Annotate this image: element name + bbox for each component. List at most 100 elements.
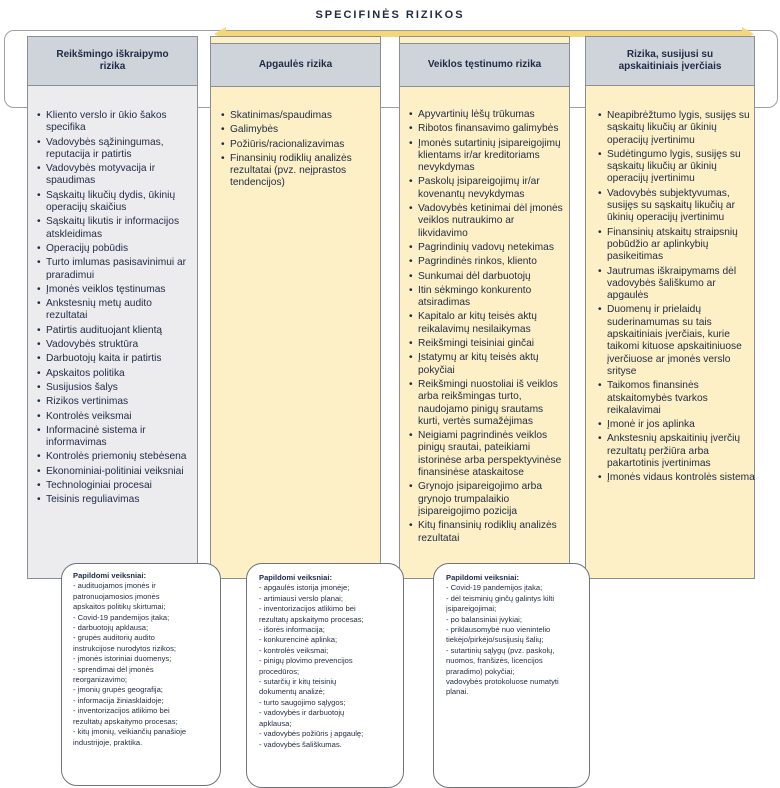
header-line: Rizika, susijusi su	[626, 48, 714, 60]
list-item: Neapibrėžtumo lygis, susijęs su sąskaitų…	[598, 110, 755, 147]
note-line: - darbuotojų apklausa;	[73, 623, 149, 633]
note-line: - turto saugojimo sąlygos;	[259, 697, 346, 707]
additional-factors-note: Papildomi veiksniai:- apgaulės istorija …	[246, 563, 404, 788]
list-item: Teisinis reguliavimas	[37, 494, 191, 507]
note-line: - sutarčių ir kitų teisinių	[259, 677, 337, 687]
list-item: Sąskaitų likučių dydis, ūkinių operacijų…	[37, 190, 191, 215]
note-line: - po balansiniai įvykiai;	[446, 614, 522, 624]
list-item: Pagrindinės rinkos, kliento	[409, 256, 566, 269]
note-line: apskaitos politikų skirtumai;	[73, 602, 166, 612]
list-item: Duomenų ir prielaidų suderinamumas su ta…	[598, 304, 755, 378]
list-item: Sudėtingumo lygis, susijęs su sąskaitų l…	[598, 149, 755, 186]
header-line: Veiklos tęstinumo rizika	[427, 58, 542, 70]
list-item: Galimybės	[221, 124, 380, 137]
note-line: - įmonių grupės geografija;	[73, 685, 163, 695]
list-item: Vadovybės subjektyvumas, susijęs su sąsk…	[598, 188, 755, 225]
list-item: Ankstesnių metų audito rezultatai	[37, 298, 191, 323]
list-item: Rizikos vertinimas	[37, 396, 191, 409]
note-line: - Covid-19 pandemijos įtaka;	[73, 612, 170, 622]
list-item: Reikšmingi nuostoliai iš veiklos arba re…	[409, 379, 566, 428]
list-item: Turto imlumas pasisavinimui ar praradimu…	[37, 257, 191, 282]
note-line: - inventorizacijos atlikimo bei	[259, 604, 356, 614]
note-title: Papildomi veiksniai:	[446, 573, 520, 582]
header-misstatement-risk: Reikšmingo iškraipymo rizika	[27, 36, 198, 86]
note-line: - kontrolės veiksmai;	[259, 645, 329, 655]
note-title: Papildomi veiksniai:	[259, 573, 333, 582]
list-item: Reikšmingi teisiniai ginčai	[409, 338, 566, 351]
note-line: - vadovybės šališkumas.	[259, 739, 342, 749]
list-item: Itin sėkmingo konkurento atsiradimas	[409, 285, 566, 310]
note-line: apklausa;	[259, 718, 292, 728]
header-line: Reikšmingo iškraipymo	[56, 48, 169, 60]
list-item: Kapitalo ar kitų teisės aktų reikalavimų…	[409, 311, 566, 336]
header-estimates-risk: Rizika, susijusi su apskaitiniais įverči…	[585, 36, 755, 86]
note-line: - kitų įmonių, veikiančių panašioje	[73, 727, 187, 737]
note-line: - Covid-19 pandemijos įtaka;	[446, 583, 543, 593]
note-line: reorganizavimo;	[73, 675, 128, 685]
list-item: Finansinių rodiklių analizės rezultatai …	[221, 153, 380, 190]
header-line: Apgaulės rizika	[258, 58, 333, 70]
list-item: Pagrindinių vadovų netekimas	[409, 242, 566, 255]
list-item: Vadovybės motyvacija ir spaudimas	[37, 163, 191, 188]
list-item: Paskolų įsipareigojimų ir/ar kovenantų n…	[409, 176, 566, 201]
list-item: Vadovybės sąžiningumas, reputacija ir pa…	[37, 137, 191, 162]
additional-factors-note: Papildomi veiksniai:- audituojamos įmonė…	[61, 563, 221, 786]
note-line: - išorės informacija;	[259, 625, 325, 635]
note-line: - grupės auditorių audito	[73, 633, 155, 643]
list-item: Įmonė ir jos aplinka	[598, 419, 755, 432]
note-line: - inventorizacijos atlikimo bei	[73, 706, 170, 716]
list-item: Kontrolės priemonių stebėsena	[37, 451, 191, 464]
list-misstatement-risk: Kliento verslo ir ūkio šakos specifikaVa…	[32, 110, 191, 509]
list-item: Sunkumai dėl darbuotojų	[409, 271, 566, 284]
list-item: Technologiniai procesai	[37, 480, 191, 493]
list-item: Darbuotojų kaita ir patirtis	[37, 353, 191, 366]
note-line: industrijoje, praktika.	[73, 737, 143, 747]
note-line: - dėl teisminių ginčų galintys kilti	[446, 593, 555, 603]
note-line: rezultatų apskaitymo procesas;	[259, 614, 364, 624]
list-item: Neigiami pagrindinės veiklos pinigų srau…	[409, 430, 566, 479]
list-item: Kitų finansinių rodiklių analizės rezult…	[409, 520, 566, 545]
header-going-concern-risk: Veiklos tęstinumo rizika	[399, 43, 570, 87]
note-line: - sprendimai dėl įmonės	[73, 664, 154, 674]
list-going-concern-risk: Apyvartinių lėšų trūkumasRibotos finansa…	[404, 109, 566, 547]
note-line: - audituojamos įmonės ir	[73, 581, 156, 591]
list-item: Susijusios šalys	[37, 382, 191, 395]
list-item: Informacinė sistema ir informavimas	[37, 425, 191, 450]
list-fraud-risk: Skatinimas/spaudimasGalimybėsPožiūris/ra…	[216, 110, 380, 192]
diagram-title: SPECIFINĖS RIZIKOS	[315, 9, 465, 21]
note-line: rezultatų apskaitymo procesas;	[73, 716, 178, 726]
note-line: instrukcijose nurodytos rizikos;	[73, 643, 176, 653]
note-line: - apgaulės istorija įmonėje;	[259, 583, 350, 593]
note-title: Papildomi veiksniai:	[73, 571, 147, 580]
note-line: nuomos, franšizės, licencijos	[446, 656, 543, 666]
note-line: - sutartinių sąlygų (pvz. paskolų,	[446, 645, 555, 655]
list-item: Finansinių atskaitų straipsnių pobūdžio …	[598, 227, 755, 264]
note-line: - įmonės istoriniai duomenys;	[73, 654, 172, 664]
note-line: vadovybės protokoluose numatyti	[446, 677, 559, 687]
note-line: - konkurencinė aplinka;	[259, 635, 338, 645]
header-line: rizika	[99, 61, 126, 72]
list-item: Apskaitos politika	[37, 368, 191, 381]
note-line: įsipareigojimai;	[446, 604, 497, 614]
list-item: Taikomos finansinės atskaitomybės tvarko…	[598, 380, 755, 417]
note-line: patronuojamosios įmonės	[73, 591, 160, 601]
note-line: - artimiausi verslo planai;	[259, 593, 343, 603]
list-item: Ribotos finansavimo galimybės	[409, 123, 566, 136]
list-item: Vadovybės ketinimai dėl įmonės veiklos n…	[409, 203, 566, 240]
list-item: Įmonės vidaus kontrolės sistema	[598, 472, 755, 485]
list-item: Kontrolės veiksmai	[37, 411, 191, 424]
list-item: Ekonominiai-politiniai veiksniai	[37, 466, 191, 479]
note-line: - pinigų plovimo prevencijos	[259, 656, 353, 666]
list-item: Sąskaitų likutis ir informacijos atsklei…	[37, 216, 191, 241]
list-item: Jautrumas iškraipymams dėl vadovybės šal…	[598, 266, 755, 303]
note-line: tiekėjo/pirkėjo/susijusių šalių;	[446, 635, 544, 645]
note-line: procedūros;	[259, 666, 300, 676]
header-line: apskaitiniais įverčiais	[618, 61, 722, 72]
list-item: Operacijų pobūdis	[37, 243, 191, 256]
list-item: Vadovybės struktūra	[37, 339, 191, 352]
note-line: - vadovybės požiūris į apgaulę;	[259, 729, 364, 739]
list-item: Apyvartinių lėšų trūkumas	[409, 109, 566, 122]
note-line: praradimo) pokyčiai;	[446, 666, 515, 676]
list-item: Skatinimas/spaudimas	[221, 110, 380, 123]
list-item: Ankstesnių apskaitinių įverčių rezultatų…	[598, 433, 755, 470]
